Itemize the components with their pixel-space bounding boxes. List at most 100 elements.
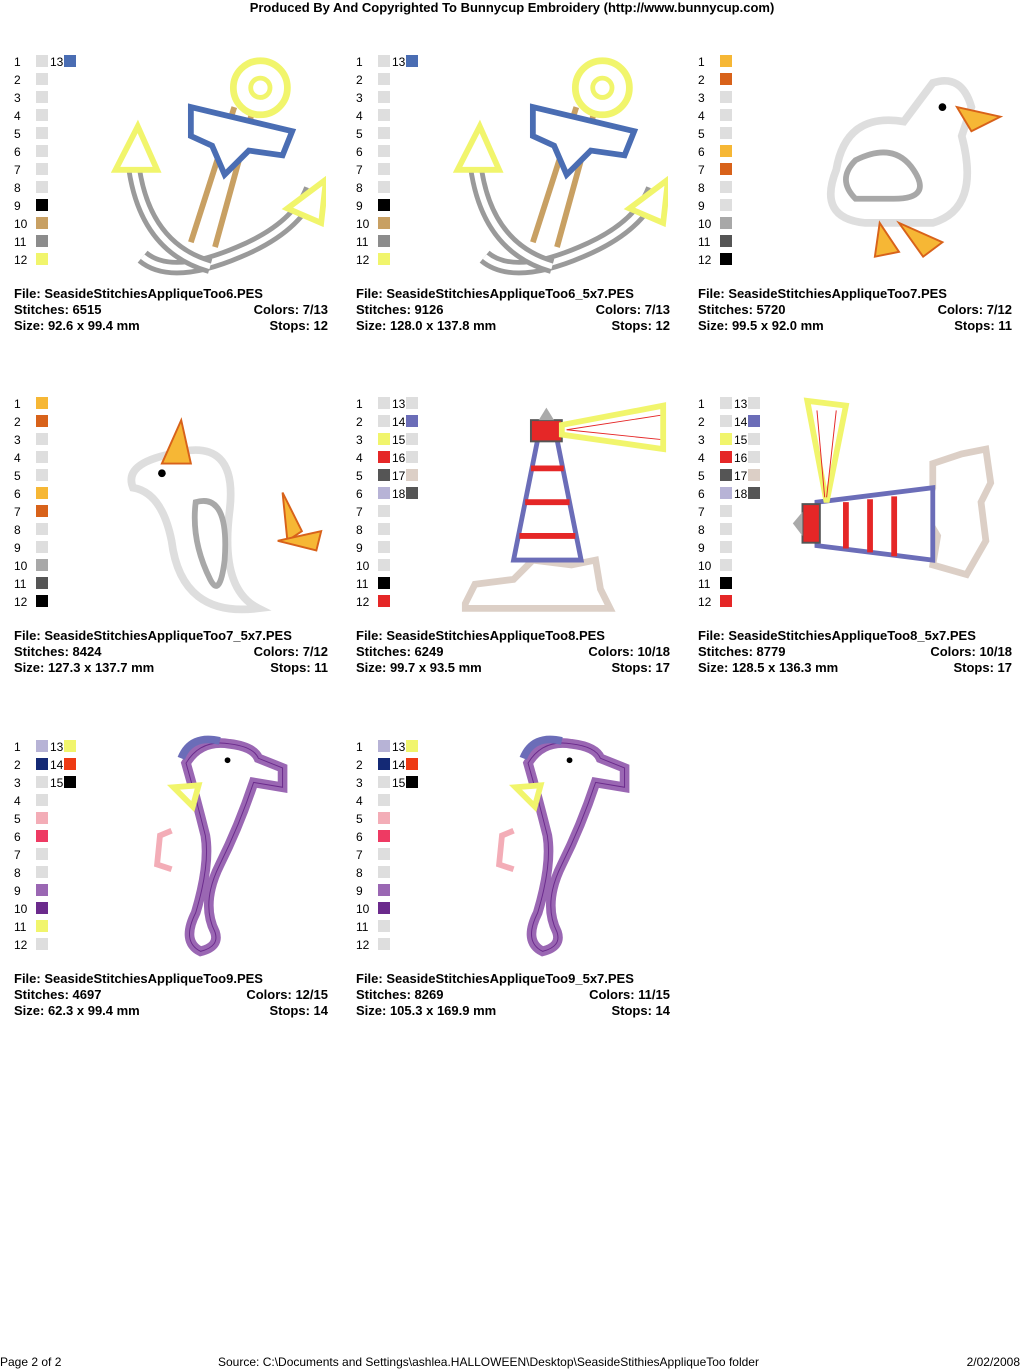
color-count: Colors: 10/18 [930,644,1012,659]
swatch-number: 10 [356,902,370,916]
color-swatch-row: 10 [698,216,758,234]
color-swatch [36,415,48,427]
color-swatch-row: 9 [356,540,416,558]
color-swatch [36,235,48,247]
source-path: Source: C:\Documents and Settings\ashlea… [218,1355,759,1369]
color-count: Colors: 12/15 [246,987,328,1002]
color-swatch-row: 11 [698,576,758,594]
design-info: File: SeasideStitchiesAppliqueToo6_5x7.P… [356,286,670,334]
swatch-number: 8 [356,523,363,537]
design-size: Size: 99.5 x 92.0 mm [698,318,824,333]
color-swatch [378,235,390,247]
color-swatch-row: 5 [14,126,74,144]
swatch-number: 12 [698,595,712,609]
swatch-number: 11 [356,920,369,934]
color-swatch [720,145,732,157]
color-swatch [720,487,732,499]
swatch-number: 10 [698,217,712,231]
color-swatch [378,577,390,589]
swatch-number: 12 [14,253,28,267]
color-swatch [36,595,48,607]
color-swatch [378,433,390,445]
swatch-number: 7 [698,163,705,177]
seahorse-design-image [495,735,630,957]
color-swatch [36,740,48,752]
gull2-design-image [127,417,323,614]
swatch-number: 12 [14,595,28,609]
swatch-number: 4 [356,451,363,465]
swatch-number: 9 [356,199,363,213]
swatch-number: 6 [356,145,363,159]
color-swatch [378,415,390,427]
color-swatch [378,902,390,914]
color-swatch-row: 12 [356,937,416,955]
stitch-count: Stitches: 9126 [356,302,444,317]
color-swatch [378,938,390,950]
color-swatch [36,523,48,535]
swatch-number: 1 [356,740,363,754]
swatch-number: 15 [50,776,64,790]
color-swatch-row: 6 [356,144,416,162]
swatch-number: 5 [698,469,705,483]
swatch-number: 7 [14,163,21,177]
swatch-number: 15 [734,433,748,447]
color-swatch-row: 10 [356,216,416,234]
color-swatch [720,109,732,121]
color-swatch-row: 9 [356,198,416,216]
color-swatch-row: 5 [14,468,74,486]
swatch-number: 1 [698,55,705,69]
stop-count: Stops: 12 [269,318,328,333]
stitch-count: Stitches: 8269 [356,987,444,1002]
color-swatch [378,848,390,860]
swatch-number: 10 [14,902,28,916]
color-swatch [378,794,390,806]
color-swatch [378,451,390,463]
swatch-number: 3 [698,433,705,447]
color-swatch [720,181,732,193]
color-swatch [378,866,390,878]
color-swatch [36,505,48,517]
swatch-number: 10 [698,559,712,573]
swatch-number: 4 [14,451,21,465]
swatch-number: 2 [356,415,363,429]
file-name: File: SeasideStitchiesAppliqueToo6_5x7.P… [356,286,634,301]
color-swatch [720,505,732,517]
color-swatch-row: 12 [14,594,74,612]
swatch-number: 1 [14,55,21,69]
color-swatch-row: 6 [698,144,758,162]
color-swatch [64,776,76,788]
color-swatch-row: 7 [14,504,74,522]
color-swatch [720,253,732,265]
color-swatch-row: 12 [698,594,758,612]
swatch-number: 7 [356,163,363,177]
color-swatch-row: 8 [14,522,74,540]
swatch-number: 9 [698,199,705,213]
color-swatch [406,469,418,481]
anchor-design-image [452,57,668,276]
swatch-number: 2 [14,758,21,772]
color-swatch [36,884,48,896]
color-swatch [378,253,390,265]
color-swatch [36,199,48,211]
lighthouse-design-image [461,402,667,612]
design-size: Size: 128.0 x 137.8 mm [356,318,497,333]
color-swatch [378,541,390,553]
swatch-number: 10 [14,559,28,573]
swatch-number: 12 [698,253,712,267]
color-swatch-row: 7 [356,847,416,865]
color-swatch-row: 4 [356,793,416,811]
color-swatch-row: 8 [356,522,416,540]
gull-design-image [826,76,1004,259]
design-info: File: SeasideStitchiesAppliqueToo8_5x7.P… [698,628,1012,676]
color-swatch-row: 5 [698,126,758,144]
swatch-number: 6 [356,830,363,844]
swatch-number: 9 [698,541,705,555]
file-name: File: SeasideStitchiesAppliqueToo7.PES [698,286,947,301]
